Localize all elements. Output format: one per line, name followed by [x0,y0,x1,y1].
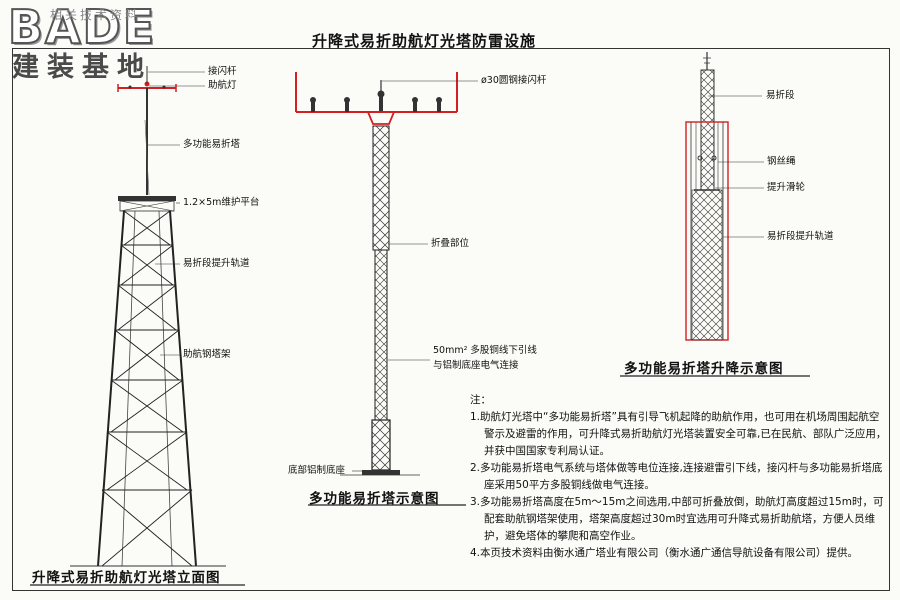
label-fold: 折叠部位 [431,238,470,249]
label-down-conductor-2: 与铝制底座电气连接 [433,360,519,371]
label-down-conductor-1: 50mm² 多股铜线下引线 [433,345,537,356]
logo-brand: BADE [7,0,157,54]
label-wire-rope: 钢丝绳 [767,156,796,167]
figure1-caption: 升降式易折助航灯光塔立面图 [32,570,221,586]
figure1-tower [70,66,226,567]
label-base: 底部铝制底座 [288,465,346,476]
note-item-1: 1.助航灯光塔中“多功能易折塔”具有引导飞机起降的助航作用，也可用在机场周围起航… [470,411,887,457]
label-steel-frame: 助航钢塔架 [183,349,231,360]
label-multi-tower: 多功能易折塔 [183,139,241,150]
logo-watermark: 相关技术资料 [50,8,141,22]
note-item-4: 4.本页技术资料由衡水通广塔业有限公司（衡水通广通信导航设备有限公司）提供。 [470,547,859,559]
label-platform: 1.2×5m维护平台 [183,197,260,208]
notes-heading: 注： [470,394,491,406]
logo-name: 建装基地 [12,52,152,83]
figure2-tower [295,72,478,476]
label-rod: ø30圆钢接闪杆 [481,75,547,86]
note-item-2: 2.多功能易折塔电气系统与塔体做等电位连接,连接避雷引下线，接闪杆与多功能易折塔… [470,462,883,491]
figure3-caption: 多功能易折塔升降示意图 [624,361,784,377]
figure3-tower [685,52,764,341]
figure2-caption: 多功能易折塔示意图 [309,491,440,507]
note-item-3: 3.多功能易折塔高度在5m～15m之间选用,中部可折叠放倒，助航灯高度超过15m… [470,496,884,542]
notes-block: 注： 1.助航灯光塔中“多功能易折塔”具有引导飞机起降的助航作用，也可用在机场周… [470,392,888,562]
drawing-frame [12,48,890,591]
label-lift-track: 易折段提升轨道 [183,258,250,269]
label-nav-light: 助航灯 [208,80,237,91]
page-title: 升降式易折助航灯光塔防雷设施 [312,32,537,50]
label-frangible: 易折段 [766,90,795,101]
label-lightning-rod: 接闪杆 [208,66,237,77]
label-pulley: 提升滑轮 [767,182,806,193]
label-track: 易折段提升轨道 [767,231,834,242]
logo: BADE 相关技术资料 建装基地 [7,0,178,83]
